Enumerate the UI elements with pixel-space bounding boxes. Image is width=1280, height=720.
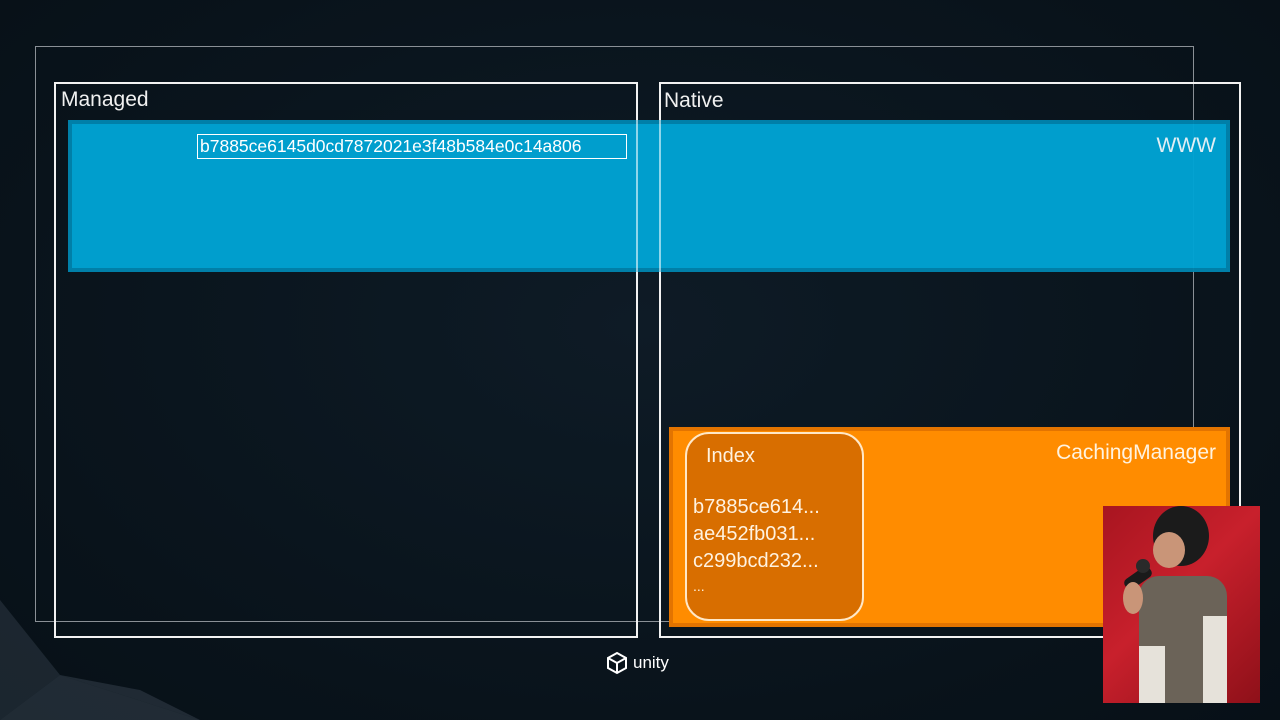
managed-edge-overlay	[636, 120, 638, 272]
index-more: ...	[693, 578, 705, 594]
speaker-video-inset	[1103, 506, 1260, 703]
index-box: Index b7885ce614... ae452fb031... c299bc…	[685, 432, 864, 621]
index-entry: ae452fb031...	[693, 523, 816, 545]
speaker-figure	[1123, 506, 1227, 703]
native-panel	[659, 82, 1241, 638]
index-entry: c299bcd232...	[693, 550, 819, 572]
managed-title: Managed	[61, 88, 149, 111]
native-edge-overlay	[659, 120, 661, 272]
asset-hash-box: b7885ce6145d0cd7872021e3f48b584e0c14a806	[197, 134, 627, 159]
www-bar: WWW	[68, 120, 1230, 272]
index-title: Index	[706, 445, 755, 467]
caching-manager-label: CachingManager	[1056, 441, 1216, 464]
managed-panel	[54, 82, 638, 638]
index-list: b7885ce614... ae452fb031... c299bcd232..…	[693, 494, 820, 597]
outer-frame	[35, 46, 1194, 622]
unity-logo-icon	[607, 651, 627, 675]
decorative-facets	[0, 600, 200, 720]
index-entry: b7885ce614...	[693, 496, 820, 518]
unity-logo: unity	[605, 651, 669, 675]
native-title: Native	[664, 89, 724, 112]
unity-logo-text: unity	[633, 653, 669, 672]
www-label: WWW	[1156, 134, 1216, 157]
